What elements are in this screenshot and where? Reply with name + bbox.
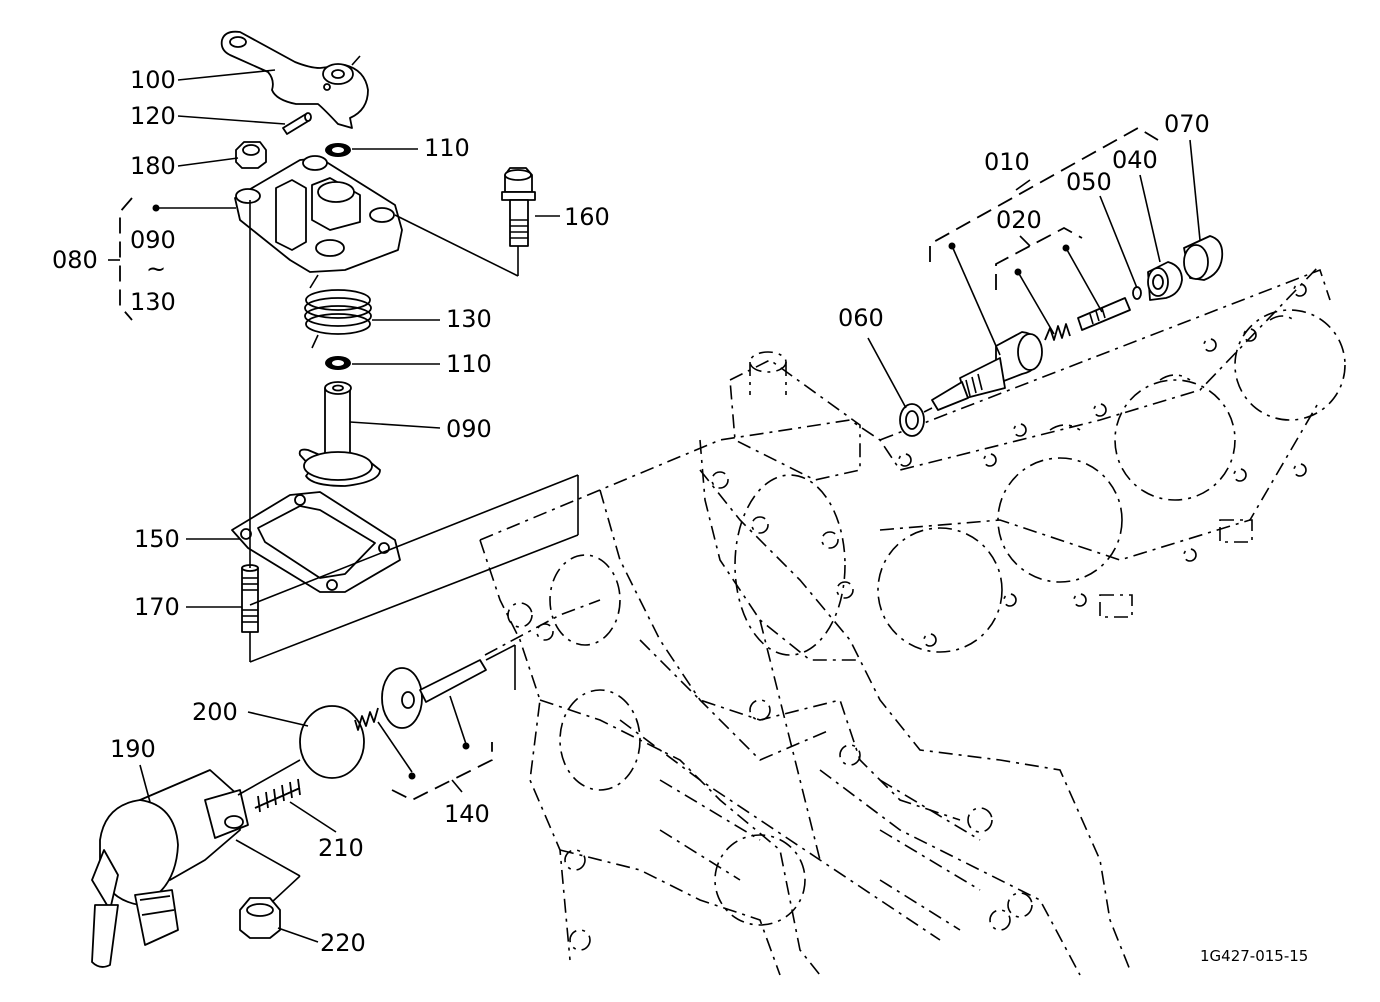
cylinder-head-gasket-outline <box>877 268 1346 653</box>
label-110-upper: 110 <box>424 134 470 162</box>
assembly-lines-top <box>249 200 579 663</box>
label-170: 170 <box>134 593 180 621</box>
bolt-160 <box>501 167 536 247</box>
oring-050 <box>1132 286 1142 300</box>
label-210: 210 <box>318 834 364 862</box>
stud-170 <box>241 564 259 633</box>
housing-080 <box>234 155 403 273</box>
label-010: 010 <box>984 148 1030 176</box>
gasket-150 <box>231 491 401 593</box>
bracket-140 <box>391 742 493 802</box>
nut-180 <box>235 141 267 169</box>
label-200: 200 <box>192 698 238 726</box>
label-150: 150 <box>134 525 180 553</box>
spring-130 <box>304 274 372 349</box>
seal-110-lower <box>325 356 351 370</box>
plunger-140 <box>381 659 487 729</box>
label-050: 050 <box>1066 168 1112 196</box>
assembly-lines-bottom <box>235 599 601 903</box>
seal-110-upper <box>325 143 351 157</box>
label-040: 040 <box>1112 146 1158 174</box>
pin-120 <box>282 112 312 135</box>
label-090-group: 090 <box>130 226 176 254</box>
cap-220 <box>239 897 281 939</box>
leader-lines <box>139 69 1201 943</box>
label-120: 120 <box>130 102 176 130</box>
needle-020 <box>1077 297 1131 331</box>
label-range-tilde: ~ <box>146 255 166 283</box>
label-110-lower: 110 <box>446 350 492 378</box>
block-top-cover <box>729 351 861 481</box>
fuel-valve-010 <box>931 331 1043 411</box>
part-labels: 100 120 180 110 160 080 090 ~ 130 130 11… <box>52 66 1308 965</box>
label-090: 090 <box>446 415 492 443</box>
label-160: 160 <box>564 203 610 231</box>
engine-block-outline <box>479 264 1321 976</box>
label-070: 070 <box>1164 110 1210 138</box>
solenoid-190 <box>91 759 301 968</box>
label-100: 100 <box>130 66 176 94</box>
cap-070 <box>1183 235 1224 281</box>
label-180: 180 <box>130 152 176 180</box>
bracket-020 <box>995 226 1083 290</box>
bracket-010 <box>929 126 1159 262</box>
washer-060 <box>899 403 925 437</box>
label-190: 190 <box>110 735 156 763</box>
label-080: 080 <box>52 246 98 274</box>
label-220: 220 <box>320 929 366 957</box>
label-020: 020 <box>996 206 1042 234</box>
oring-200 <box>299 705 365 779</box>
leader-dots <box>152 204 1070 780</box>
drawing-code: 1G427-015-15 <box>1200 947 1308 965</box>
bushing-040 <box>1147 261 1183 301</box>
bracket-080 <box>108 197 133 321</box>
label-130: 130 <box>446 305 492 333</box>
label-060: 060 <box>838 304 884 332</box>
lever-100 <box>220 30 369 129</box>
axis-060 <box>923 407 933 413</box>
label-130-group: 130 <box>130 288 176 316</box>
spring-210 <box>254 707 379 813</box>
shaft-090 <box>298 381 381 487</box>
label-140: 140 <box>444 800 490 828</box>
